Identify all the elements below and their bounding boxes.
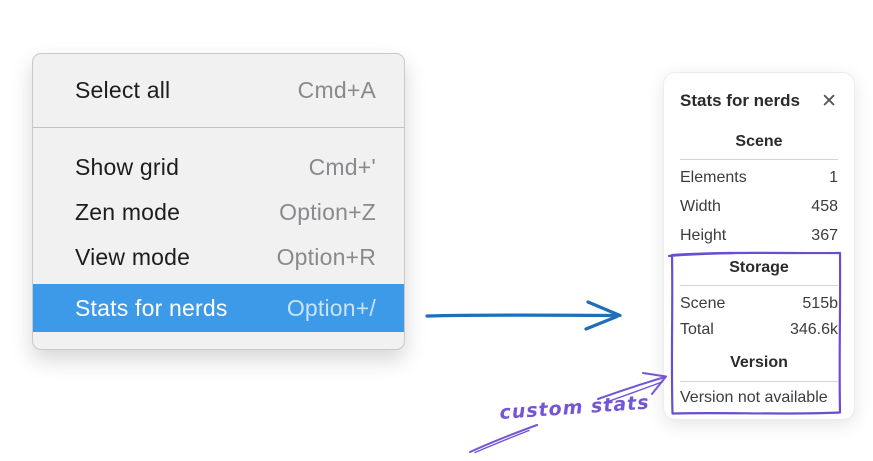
custom-stats-annotation: custom stats — [469, 372, 667, 454]
menu-item-shortcut: Cmd+A — [297, 77, 376, 103]
close-icon[interactable]: ✕ — [821, 90, 837, 112]
blue-arrow — [425, 300, 622, 331]
blue-arrow-head-upper — [586, 300, 622, 318]
blue-arrow-head-lower — [584, 314, 619, 331]
blue-arrow-shaft — [425, 313, 619, 318]
violet-arrow-shaft — [597, 376, 666, 400]
menu-item-shortcut: Cmd+' — [308, 154, 376, 180]
section-rule — [680, 159, 838, 160]
section-rule — [680, 381, 838, 382]
violet-leader-line — [469, 424, 538, 453]
menu-item-shortcut: Option+R — [276, 244, 376, 270]
menu-item-shortcut: Option+Z — [279, 199, 376, 225]
menu-item-label: Select all — [75, 77, 171, 103]
menu-item-label: Show grid — [75, 154, 180, 180]
section-heading-storage: Storage — [729, 259, 789, 276]
menu-item-stats-for-nerds[interactable]: Stats for nerds Option+/ — [33, 284, 404, 332]
stat-label: Height — [680, 227, 727, 244]
section-rule — [680, 285, 838, 286]
version-note: Version not available — [680, 389, 828, 406]
menu-spacer — [33, 128, 404, 145]
stat-label: Total — [680, 321, 714, 338]
section-heading-version: Version — [730, 354, 788, 371]
violet-arrow-shaft-2 — [603, 381, 663, 404]
section-heading-scene: Scene — [735, 133, 783, 150]
menu-item-shortcut: Option+/ — [286, 294, 376, 321]
custom-stats-label: custom stats — [499, 392, 650, 424]
stat-value: 1 — [829, 169, 838, 186]
menu-item-show-grid[interactable]: Show grid Cmd+' — [33, 145, 404, 190]
menu-item-label: View mode — [75, 244, 191, 270]
stat-label: Width — [680, 198, 721, 215]
stats-panel-header: Stats for nerds ✕ — [680, 89, 838, 113]
menu-item-label: Zen mode — [75, 199, 181, 225]
menu-item-view-mode[interactable]: View mode Option+R — [33, 235, 404, 280]
stats-panel-title: Stats for nerds — [680, 91, 800, 110]
stat-label: Elements — [680, 169, 747, 186]
menu-item-label: Stats for nerds — [75, 294, 228, 321]
stat-row-total-storage: Total 346.6k — [680, 320, 838, 340]
menu-item-zen-mode[interactable]: Zen mode Option+Z — [33, 190, 404, 235]
stat-row-elements: Elements 1 — [680, 168, 838, 188]
stat-label: Scene — [680, 295, 726, 312]
menu-item-select-all[interactable]: Select all Cmd+A — [33, 54, 404, 127]
stat-value: 458 — [811, 198, 838, 215]
stats-panel: Stats for nerds ✕ Scene Elements 1 Width… — [663, 72, 855, 420]
violet-leader-line-2 — [474, 429, 530, 454]
stat-value: 515b — [802, 295, 838, 312]
stat-row-height: Height 367 — [680, 226, 838, 246]
stat-value: 346.6k — [789, 321, 838, 338]
stat-row-scene-storage: Scene 515b — [680, 294, 838, 314]
stat-row-width: Width 458 — [680, 197, 838, 217]
menu-divider — [33, 127, 404, 128]
context-menu: Select all Cmd+A Show grid Cmd+' Zen mod… — [32, 53, 405, 350]
stat-value: 367 — [811, 227, 838, 244]
